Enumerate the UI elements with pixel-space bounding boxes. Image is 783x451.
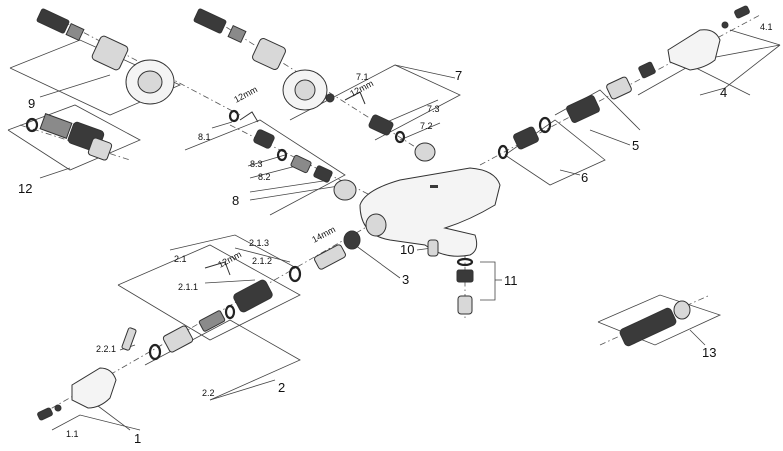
part-group-8 <box>228 109 357 201</box>
callout-7-2: 7.2 <box>420 121 433 131</box>
callout-2-1-3: 2.1.3 <box>249 238 269 248</box>
callout-10: 10 <box>400 242 414 257</box>
part-group-1 <box>37 367 117 421</box>
callout-2: 2 <box>278 380 285 395</box>
tool-label-12mm-a: 12mm <box>232 84 259 105</box>
tool-label-12mm-c: 12mm <box>216 249 243 270</box>
callout-3: 3 <box>402 272 409 287</box>
callout-2-1: 2.1 <box>174 254 187 264</box>
callout-2-1-2: 2.1.2 <box>252 256 272 266</box>
callout-2-1-1: 2.1.1 <box>178 282 198 292</box>
callout-13: 13 <box>702 345 716 360</box>
callout-8-2: 8.2 <box>258 172 271 182</box>
part-body-mixer <box>359 167 501 257</box>
part-group-9 <box>36 8 175 105</box>
part-group-13 <box>619 300 691 347</box>
callout-6: 6 <box>581 170 588 185</box>
callout-4: 4 <box>720 85 727 100</box>
callout-8-1: 8.1 <box>198 132 211 142</box>
part-group-3 <box>314 230 361 270</box>
callout-2-2-1: 2.2.1 <box>96 344 116 354</box>
part-group-12 <box>25 113 113 161</box>
callout-9: 9 <box>28 96 35 111</box>
part-group-7 <box>193 8 436 162</box>
callout-12: 12 <box>18 181 32 196</box>
part-group-5 <box>566 61 656 124</box>
callout-8: 8 <box>232 193 239 208</box>
callout-11: 11 <box>504 273 518 288</box>
leader-lines <box>7 29 781 431</box>
tool-label-14mm: 14mm <box>310 224 337 245</box>
callout-1: 1 <box>134 431 141 446</box>
part-group-11 <box>456 257 474 315</box>
callout-7-1: 7.1 <box>356 72 369 82</box>
callout-7: 7 <box>455 68 462 83</box>
callout-4-1: 4.1 <box>760 22 773 32</box>
callout-labels: 12 9 8.1 8 8.3 8.2 7 7.1 7.3 7.2 4 4.1 5… <box>18 22 773 446</box>
callout-2-2: 2.2 <box>202 388 215 398</box>
part-group-2 <box>121 261 302 361</box>
part-group-6 <box>497 116 552 160</box>
part-group-4 <box>667 5 750 71</box>
callout-1-1: 1.1 <box>66 429 79 439</box>
part-group-10 <box>427 239 439 257</box>
callout-5: 5 <box>632 138 639 153</box>
callout-7-3: 7.3 <box>427 104 440 114</box>
callout-8-3: 8.3 <box>250 159 263 169</box>
